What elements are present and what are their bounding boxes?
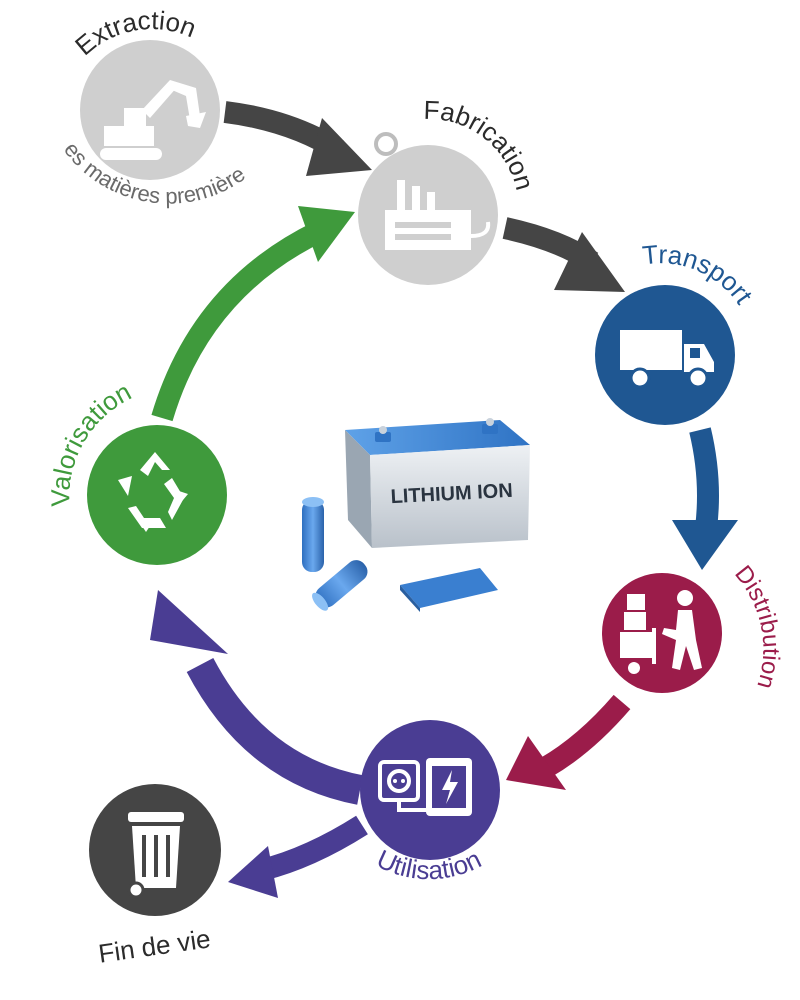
battery-icon: LITHIUM ION	[302, 418, 530, 612]
cylinder-cell-standing	[302, 500, 324, 572]
recycle-icon	[118, 452, 188, 532]
arrow-transport-to-distribution	[672, 427, 738, 570]
hand-truck-icon	[620, 590, 702, 674]
stage-utilisation: Utilisation	[360, 720, 500, 885]
arrow-utilisation-to-fin-de-vie	[228, 815, 368, 898]
stage-valorisation: Valorisation	[45, 376, 227, 565]
stage-distribution: Distribution	[602, 561, 784, 693]
arrow-extraction-to-fabrication	[223, 101, 372, 176]
valorisation-circle	[87, 425, 227, 565]
arrow-fabrication-to-transport	[502, 217, 625, 292]
factory-icon	[385, 180, 491, 250]
arrow-valorisation-to-fabrication	[151, 206, 355, 422]
stage-transport: Transport	[595, 239, 759, 425]
stage-fabrication: Fabrication	[358, 95, 540, 285]
plug-battery-icon	[378, 758, 472, 816]
truck-icon	[620, 330, 714, 389]
arrow-utilisation-to-valorisation	[150, 590, 364, 805]
cylinder-cell-lying	[312, 560, 368, 611]
bulb-icon	[374, 132, 398, 156]
fin-de-vie-title: Fin de vie	[97, 923, 213, 968]
distribution-title: Distribution	[729, 561, 784, 692]
pouch-cell	[400, 568, 498, 608]
arrow-distribution-to-utilisation	[506, 694, 631, 790]
stage-extraction: Extraction des matières premières	[0, 0, 250, 209]
trash-bin-icon	[127, 812, 184, 899]
excavator-icon	[100, 80, 206, 160]
stage-fin-de-vie: Fin de vie	[89, 784, 221, 969]
